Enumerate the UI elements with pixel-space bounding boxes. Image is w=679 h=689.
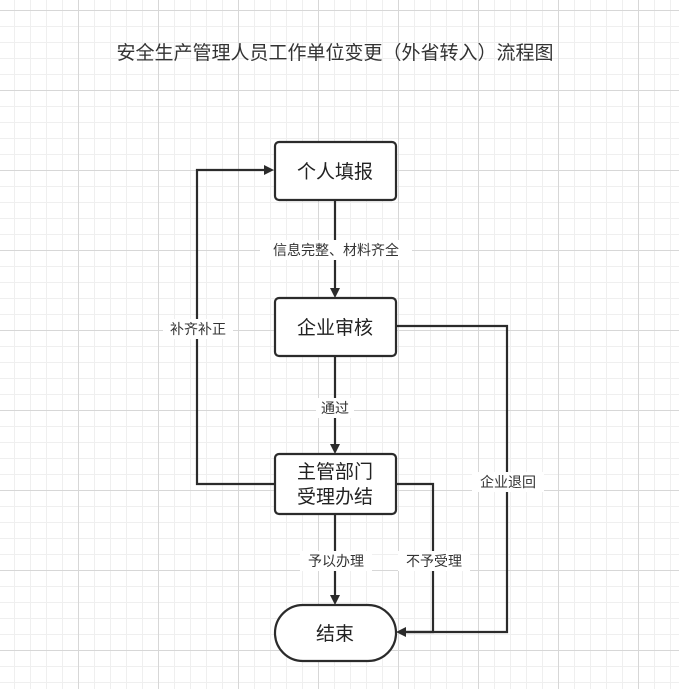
label-background <box>316 398 354 418</box>
arrow-head <box>396 627 406 637</box>
arrow-head <box>330 444 340 454</box>
label-background <box>163 319 233 339</box>
node-end: 结束 <box>273 603 398 663</box>
node-dept-label-line1: 主管部门 <box>297 461 373 483</box>
label-background <box>260 240 412 260</box>
label-reject: 不予受理 <box>406 554 462 570</box>
edge-labels: 信息完整、材料齐全 通过 补齐补正 予以办理 不予受理 企业退回 <box>163 240 544 571</box>
label-returned: 企业退回 <box>480 474 536 491</box>
diagram-title: 安全生产管理人员工作单位变更（外省转入）流程图 <box>116 42 553 64</box>
label-handle: 予以办理 <box>308 554 364 570</box>
node-fill-box <box>273 140 398 202</box>
label-pass: 通过 <box>321 401 349 417</box>
node-review: 企业审核 <box>273 296 398 358</box>
arrow-head <box>330 288 340 298</box>
node-fill: 个人填报 <box>273 140 398 202</box>
arrow-head <box>330 595 340 605</box>
node-end-box <box>273 603 398 663</box>
node-dept-box <box>273 452 398 516</box>
node-dept-label-line2: 受理办结 <box>297 486 373 508</box>
node-dept: 主管部门 受理办结 <box>273 452 398 516</box>
node-review-label: 企业审核 <box>297 317 373 339</box>
label-background <box>300 551 372 571</box>
node-end-label: 结束 <box>316 623 354 645</box>
arrow-head <box>264 165 274 175</box>
label-supplement: 补齐补正 <box>170 322 226 338</box>
label-complete: 信息完整、材料齐全 <box>273 242 399 259</box>
label-background <box>472 472 544 492</box>
node-fill-label: 个人填报 <box>297 161 373 183</box>
label-background <box>398 551 470 571</box>
node-review-box <box>273 296 398 358</box>
